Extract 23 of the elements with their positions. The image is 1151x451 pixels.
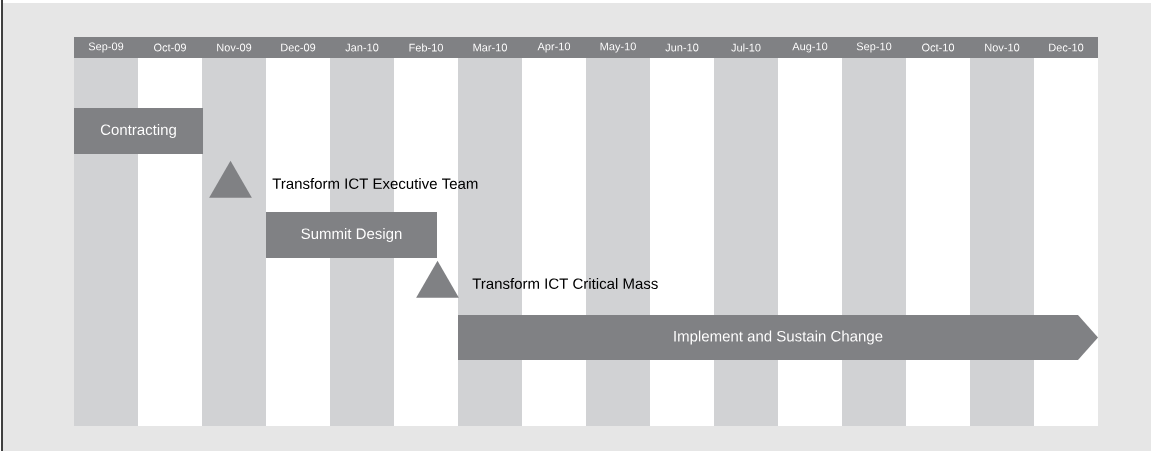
month-label: Jul-10 [731,43,761,52]
month-label: Dec-10 [1049,43,1084,52]
milestone-triangle [416,260,459,298]
month-label: Nov-10 [985,43,1020,52]
month-label: Apr-10 [537,42,571,53]
month-label: Sep-09 [88,42,124,53]
month-label: Sep-10 [856,42,892,53]
arrow-bar: Implement and Sustain Change [458,315,1098,360]
task-box: Contracting [74,108,203,154]
month-label: Jan-10 [345,43,379,52]
month-label: Aug-10 [792,42,828,53]
month-label: Jun-10 [665,43,699,52]
month-label: Oct-09 [154,43,186,52]
month-label: May-10 [600,42,636,53]
month-label: Nov-09 [217,43,252,52]
month-label: Feb-10 [409,43,443,52]
task-box: Summit Design [266,212,437,258]
month-label: Oct-10 [922,43,955,52]
month-label: Dec-09 [281,43,316,52]
milestone-label: Transform ICT Executive Team [272,178,478,189]
milestone-label: Transform ICT Critical Mass [472,278,658,289]
month-label: Mar-10 [473,43,507,52]
milestone-triangle [209,160,252,198]
